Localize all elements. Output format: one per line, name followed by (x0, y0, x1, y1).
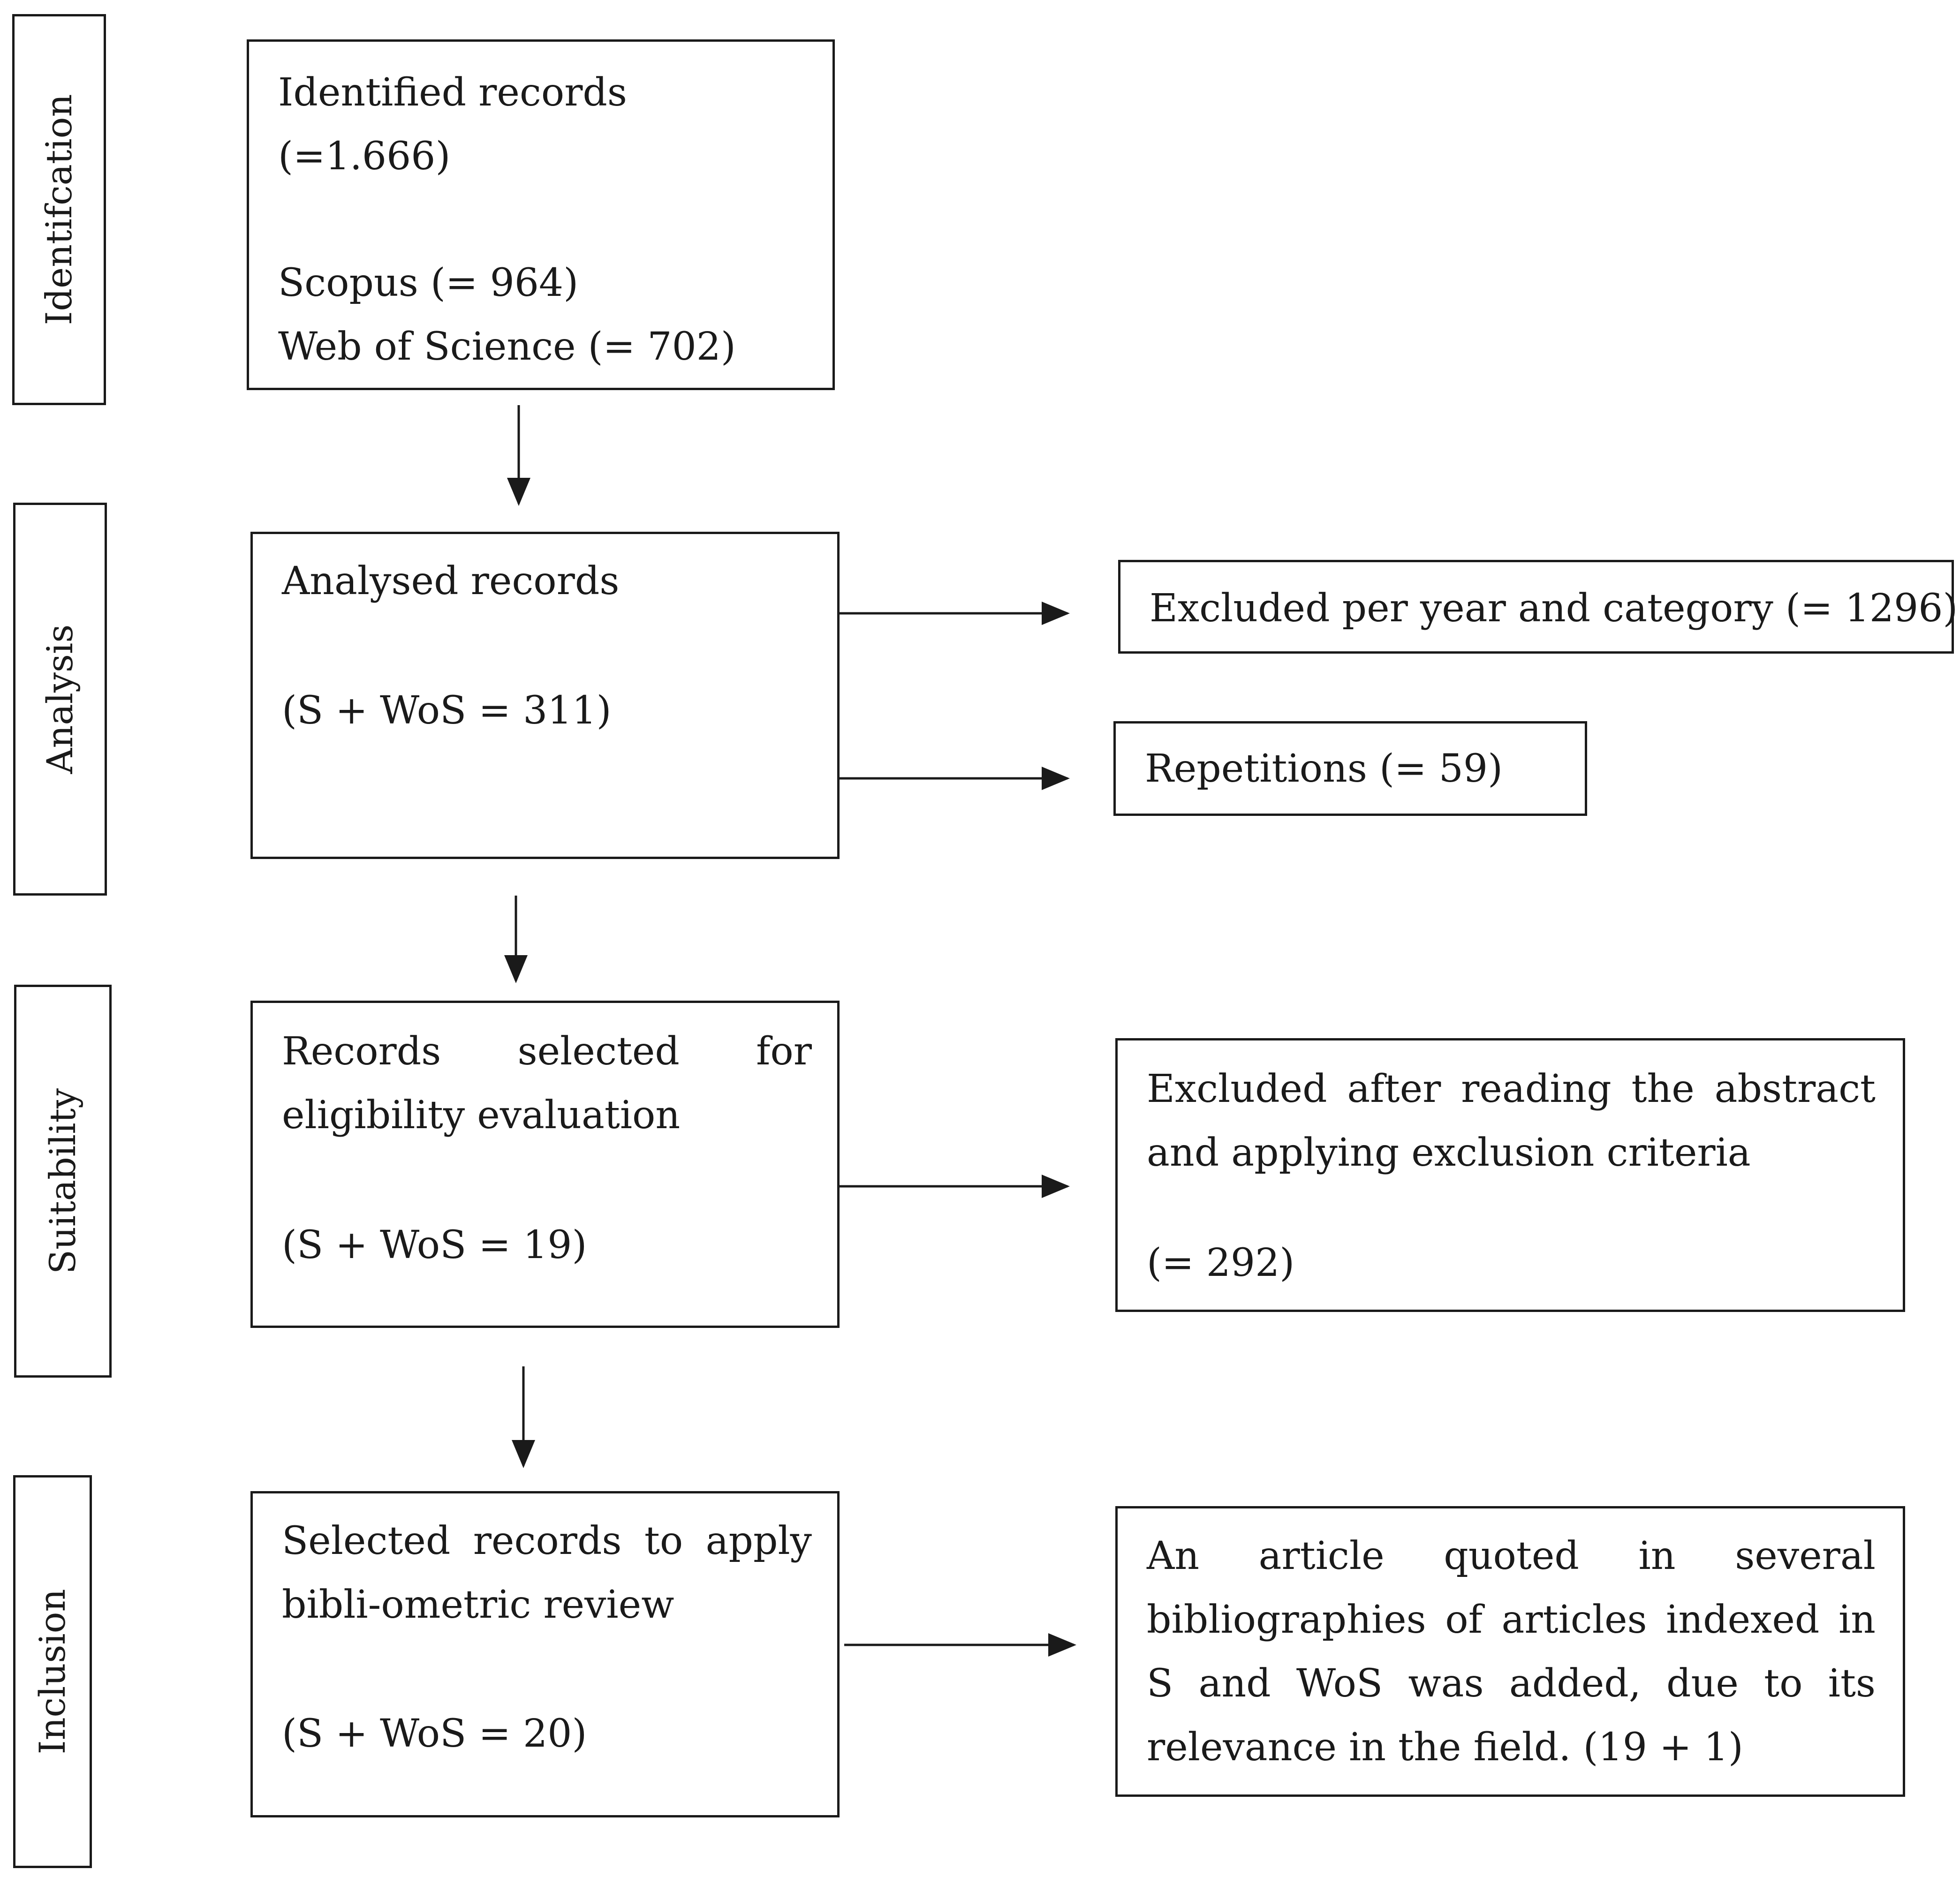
stage-inclusion: Inclusion (13, 1475, 92, 1868)
wos-count: Web of Science (= 702) (278, 324, 736, 369)
selected-records-title: Selected records to apply bibli-ometric … (282, 1519, 812, 1627)
stage-identification: Identifcation (12, 14, 106, 405)
added-article-text: An article quoted in several bibliograph… (1147, 1534, 1876, 1770)
eligibility-count: (S + WoS = 19) (282, 1223, 587, 1267)
eligibility-title: Records selected for eligibility evaluat… (282, 1029, 812, 1138)
scopus-count: Scopus (= 964) (278, 261, 579, 305)
excluded-year-box: Excluded per year and category (= 1296) (1118, 560, 1958, 654)
stage-suitability: Suitability (14, 985, 112, 1378)
selected-records-box: Selected records to apply bibli-ometric … (250, 1491, 840, 1817)
identified-records-title: Identified records (278, 70, 627, 115)
stage-suitability-label: Suitability (42, 1088, 83, 1274)
excluded-year-text: Excluded per year and category (= 1296) (1150, 586, 1958, 631)
eligibility-box: Records selected for eligibility evaluat… (250, 1001, 840, 1328)
excluded-abstract-count: (= 292) (1147, 1241, 1295, 1285)
added-article-box: An article quoted in several bibliograph… (1115, 1506, 1905, 1797)
identified-records-total: (=1.666) (278, 134, 451, 179)
stage-identification-label: Identifcation (38, 94, 80, 325)
identified-records-box: Identified records (=1.666) Scopus (= 96… (247, 39, 835, 390)
analysed-records-title: Analysed records (282, 559, 620, 603)
repetitions-text: Repetitions (= 59) (1145, 746, 1503, 791)
analysed-records-box: Analysed records (S + WoS = 311) (250, 532, 840, 859)
repetitions-box: Repetitions (= 59) (1113, 721, 1587, 816)
stage-analysis-label: Analysis (39, 624, 81, 774)
analysed-records-count: (S + WoS = 311) (282, 688, 612, 733)
stage-inclusion-label: Inclusion (31, 1589, 73, 1755)
excluded-abstract-box: Excluded after reading the abstract and … (1115, 1038, 1905, 1312)
stage-analysis: Analysis (13, 503, 107, 896)
selected-records-count: (S + WoS = 20) (282, 1711, 587, 1756)
excluded-abstract-text: Excluded after reading the abstract and … (1147, 1067, 1876, 1175)
